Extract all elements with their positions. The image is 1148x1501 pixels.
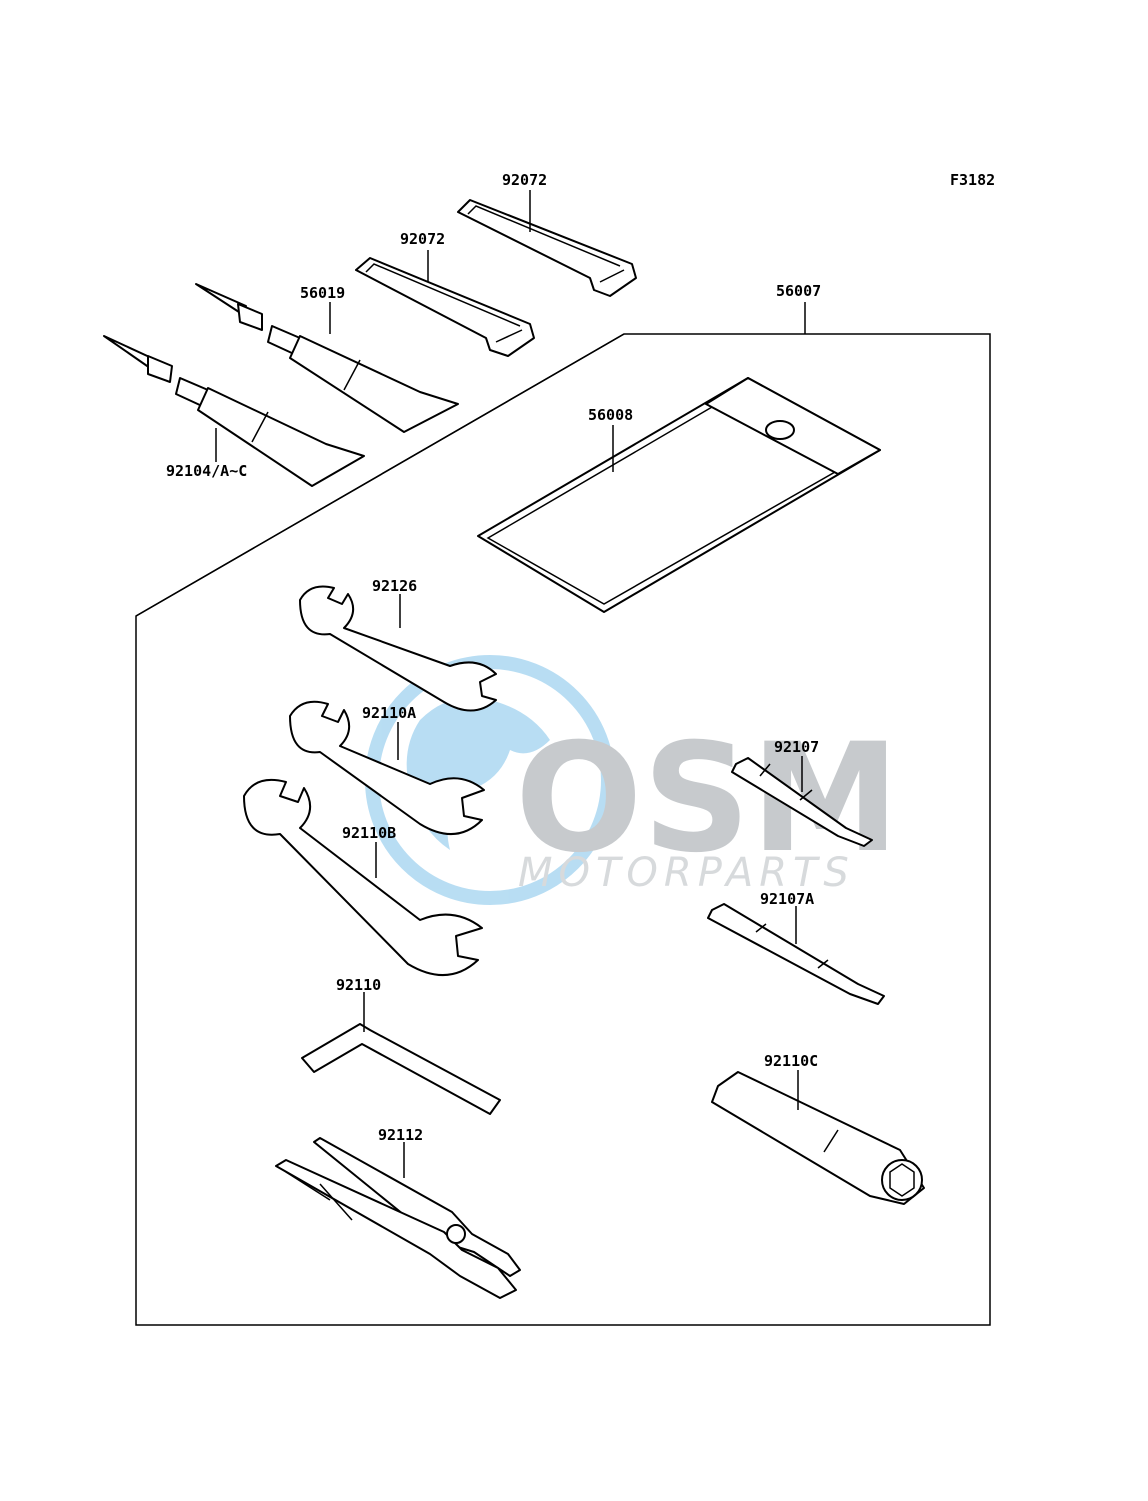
tool-bag-56008 [477,377,881,613]
label-92126: 92126 [372,577,417,595]
label-92112: 92112 [378,1126,423,1144]
label-92072-top: 92072 [502,171,547,189]
strap-top [457,199,637,297]
watermark-brand: OSM [515,712,900,886]
screwdriver-92107A [707,903,885,1005]
kit-frame-diagonal [135,333,625,617]
strap-mid [355,257,535,357]
label-56008: 56008 [588,406,633,424]
watermark-sub: MOTORPARTS [518,850,855,896]
grease-tube-92104 [103,335,365,487]
label-92110A: 92110A [362,704,416,722]
label-56007: 56007 [776,282,821,300]
label-92110: 92110 [336,976,381,994]
hex-key-92110 [301,1023,501,1115]
label-92110B: 92110B [342,824,396,842]
box-spanner-92110C [711,1071,925,1205]
grease-tube-56019 [195,283,459,433]
label-56019: 56019 [300,284,345,302]
label-92104: 92104/A~C [166,462,247,480]
label-92110C: 92110C [764,1052,818,1070]
wrench-92126 [299,585,497,712]
figure-code: F3182 [950,171,995,189]
screwdriver-92107 [731,757,873,847]
label-92107A: 92107A [760,890,814,908]
wrench-92110A [289,700,485,836]
pliers-92112 [275,1137,521,1299]
label-92072-mid: 92072 [400,230,445,248]
wrench-92110B [243,778,483,976]
label-92107: 92107 [774,738,819,756]
